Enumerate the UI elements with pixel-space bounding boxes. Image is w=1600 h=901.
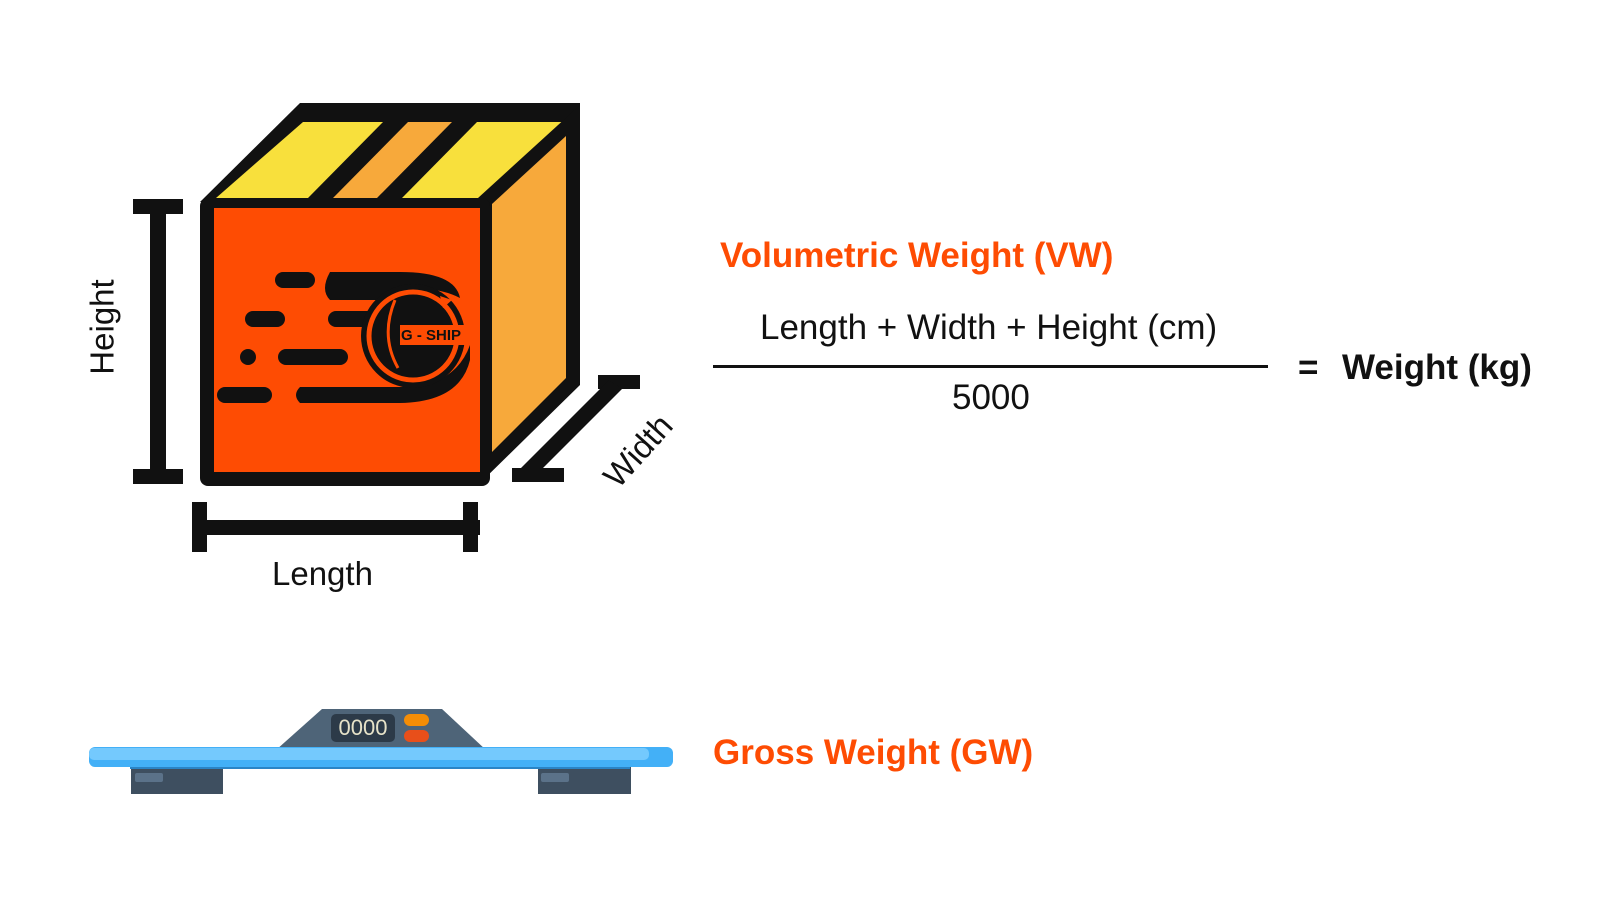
scale-button-orange <box>404 714 429 726</box>
box-top-flap-right <box>402 122 562 198</box>
height-dimension-bar <box>133 199 183 484</box>
box-top-tape <box>333 122 452 198</box>
scale-button-red <box>404 730 429 742</box>
fraction-line <box>713 365 1268 368</box>
gship-logo-icon <box>361 284 478 388</box>
formula-denominator: 5000 <box>952 378 1030 417</box>
gross-weight-title: Gross Weight (GW) <box>713 733 1034 772</box>
scale-display: 0000 <box>331 714 395 742</box>
logo-text: G - SHIP <box>401 327 461 344</box>
equals-sign: = <box>1298 348 1319 387</box>
box-side-fill <box>492 136 566 452</box>
height-label: Height <box>83 279 121 375</box>
width-dimension-bar <box>512 375 640 482</box>
formula-result: Weight (kg) <box>1342 348 1532 387</box>
box-top-flap-left <box>216 122 383 198</box>
formula-numerator: Length + Width + Height (cm) <box>760 308 1218 347</box>
length-dimension-bar <box>192 502 480 552</box>
shipping-box-icon: G - SHIP <box>200 103 580 486</box>
volumetric-weight-title: Volumetric Weight (VW) <box>720 236 1114 275</box>
length-label: Length <box>272 555 373 592</box>
